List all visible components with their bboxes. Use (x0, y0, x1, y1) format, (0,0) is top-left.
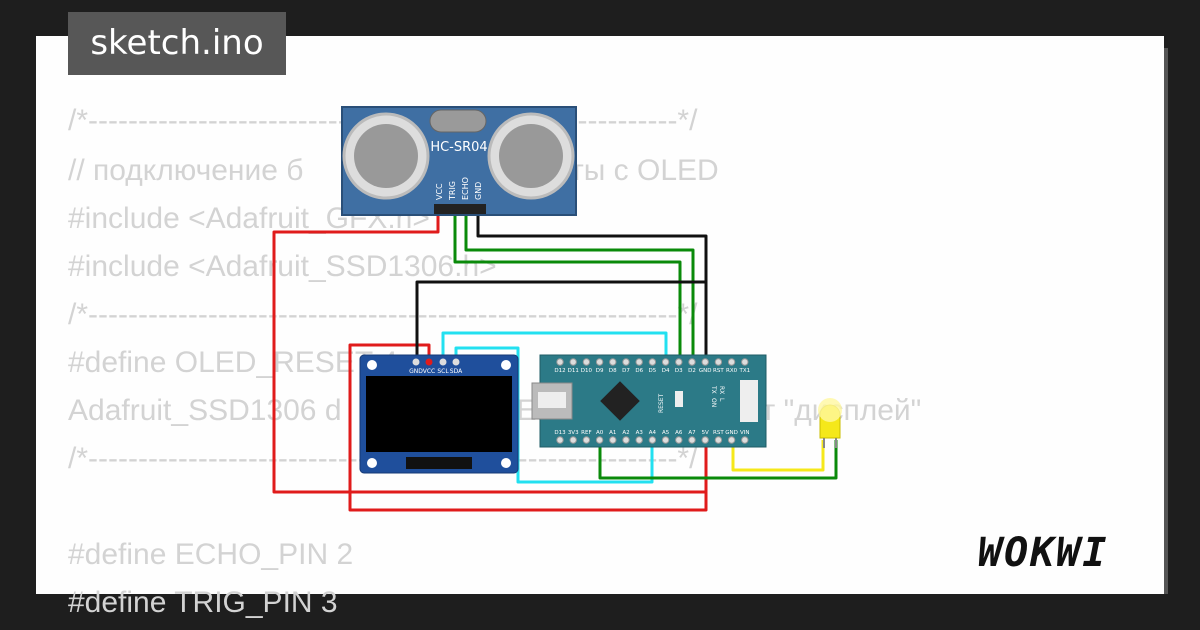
nano-pin-label: D9 (596, 368, 604, 374)
nano-pin[interactable] (701, 436, 709, 444)
wire-black-oled (415, 280, 706, 362)
nano-pin[interactable] (688, 358, 696, 366)
oled-display[interactable]: GND VCC SCL SDA (359, 354, 519, 474)
nano-pin-label: 3V3 (568, 430, 579, 436)
nano-side-label: L (718, 398, 725, 402)
nano-pin[interactable] (741, 436, 749, 444)
nano-pin-label: D8 (609, 368, 617, 374)
code-line: #define TRIG_PIN 3 (68, 586, 338, 619)
nano-pin-label: A3 (636, 430, 644, 436)
wire-black-gnd (476, 210, 708, 362)
nano-pin-label: A6 (675, 430, 683, 436)
nano-pin[interactable] (595, 436, 604, 444)
nano-pin-label: TX1 (738, 368, 750, 374)
nano-pin-label: A7 (688, 430, 696, 436)
nano-pin-label: A2 (622, 430, 629, 436)
wire-green-echo (464, 210, 695, 362)
oled-pin-label: GND (409, 368, 423, 375)
nano-pin-label: VIN (740, 430, 750, 436)
nano-pin-label: D7 (622, 368, 630, 374)
nano-pin-label: A1 (609, 430, 616, 436)
nano-pin[interactable] (556, 436, 564, 444)
nano-pin-label: D5 (649, 368, 657, 374)
sensor-pin-label: VCC (435, 183, 444, 200)
nano-pin-label: D12 (554, 368, 565, 374)
nano-pin[interactable] (622, 358, 630, 366)
nano-pin[interactable] (727, 358, 736, 366)
nano-pin[interactable] (609, 436, 617, 444)
nano-pin[interactable] (648, 436, 657, 444)
sensor-pin-label: ECHO (461, 177, 470, 200)
nano-pin[interactable] (701, 358, 709, 366)
nano-pin[interactable] (635, 358, 643, 366)
wire-red-oled (348, 343, 708, 512)
nano-pin[interactable] (635, 436, 643, 444)
nano-pin[interactable] (714, 358, 723, 366)
nano-pin-label: D3 (675, 368, 683, 374)
nano-pin[interactable] (714, 436, 723, 444)
sensor-name: HC-SR04 (430, 140, 487, 155)
file-tab[interactable]: sketch.ino (68, 12, 286, 75)
nano-pin-label: D10 (581, 368, 593, 374)
yellow-led[interactable] (818, 398, 842, 448)
nano-pin[interactable] (661, 436, 670, 444)
ultrasonic-sensor[interactable]: HC-SR04 VCC TRIG ECHO GND (341, 106, 577, 216)
nano-pin-label: A0 (596, 430, 604, 436)
code-line: #include <Adafruit_GFX.h> (68, 202, 430, 235)
nano-pin[interactable] (582, 436, 591, 444)
nano-pin-label: D6 (635, 368, 643, 374)
nano-pin-label: D2 (688, 368, 696, 374)
nano-pin-label: RST (713, 368, 724, 374)
oled-pin-label: SDA (450, 368, 463, 375)
nano-pin-label: RX0 (726, 368, 738, 374)
nano-pin[interactable] (622, 436, 630, 444)
nano-pin[interactable] (569, 436, 577, 444)
code-line: #include <Adafruit_SSD1306.h> (68, 250, 497, 283)
nano-chip-label: RESET (658, 393, 665, 413)
nano-pin[interactable] (569, 358, 577, 366)
sensor-pin-label: GND (474, 182, 483, 200)
oled-pin-label: SCL (437, 368, 449, 375)
code-line: /*--------------------------------------… (68, 298, 698, 331)
nano-pin[interactable] (688, 436, 696, 444)
nano-pin-label: RST (713, 430, 724, 436)
nano-pin-label: D4 (662, 368, 670, 374)
nano-pin[interactable] (675, 436, 683, 444)
nano-pin-label: GND (725, 430, 738, 436)
nano-pin-label: A4 (649, 430, 657, 436)
nano-pin[interactable] (556, 358, 564, 366)
wire-red-vcc (272, 210, 708, 494)
nano-pin[interactable] (675, 358, 683, 366)
nano-side-label: TX (710, 385, 717, 394)
wire-green-trig (453, 210, 682, 362)
wire-cyan-scl (441, 331, 668, 362)
nano-pin-label: GND (699, 368, 712, 374)
nano-pin[interactable] (582, 358, 591, 366)
nano-side-label: ON (710, 398, 717, 407)
code-preview-panel: /*--------------------------------------… (36, 36, 1164, 619)
oled-pin-label: VCC (423, 368, 435, 375)
wire-yellow-led (731, 438, 825, 472)
nano-pin-label: D11 (568, 368, 579, 374)
code-line: Adafruit_SSD1306 d ED даём объект "диспл… (68, 394, 922, 427)
nano-side-label: RX (718, 386, 725, 394)
nano-pin[interactable] (741, 358, 749, 366)
code-line: #define ECHO_PIN 2 (68, 538, 354, 571)
nano-pin-label: 5V (702, 430, 709, 436)
wokwi-logo: WOKWI (978, 530, 1109, 576)
nano-side-labels: TX RX ON L (710, 385, 725, 407)
nano-pin[interactable] (727, 436, 736, 444)
sensor-pin-label: TRIG (448, 181, 457, 201)
nano-pin-label: D13 (554, 430, 566, 436)
nano-pin[interactable] (648, 358, 657, 366)
nano-pin[interactable] (609, 358, 617, 366)
nano-pin[interactable] (595, 358, 604, 366)
nano-pin-label: REF (581, 430, 591, 436)
nano-pin-label: A5 (662, 430, 670, 436)
nano-pin[interactable] (661, 358, 670, 366)
